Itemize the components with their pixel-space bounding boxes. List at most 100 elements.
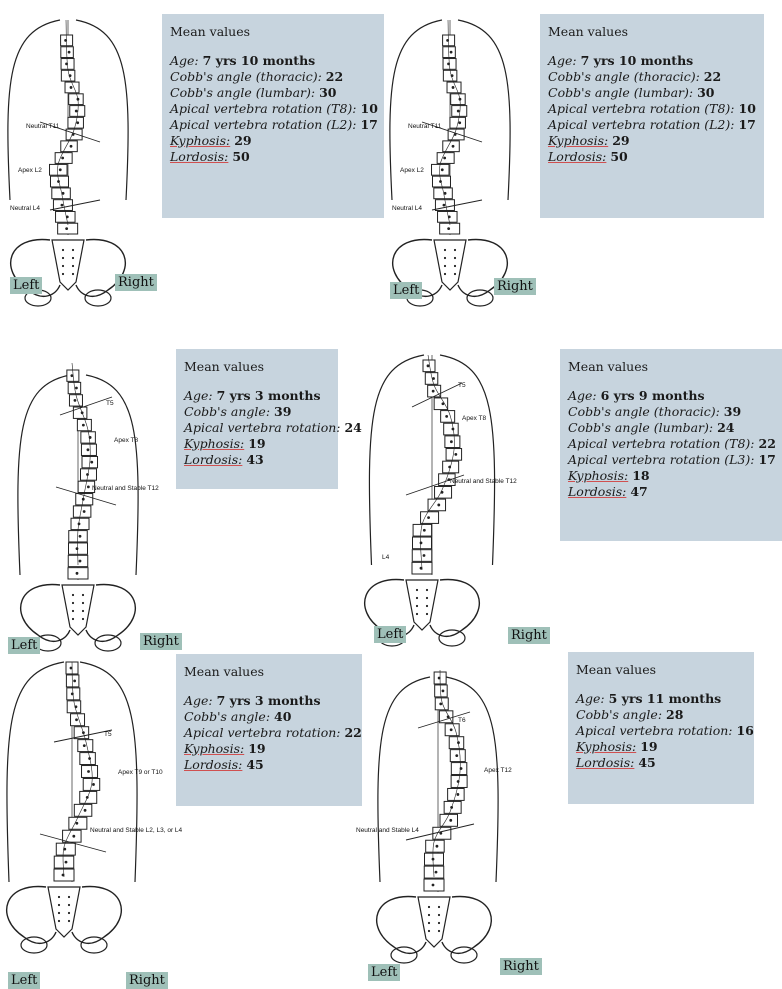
mean-value-number: 5 yrs 11 months (609, 691, 722, 706)
vertebra-annotation: Apex L2 (400, 167, 424, 174)
vertebra (80, 753, 96, 765)
vertebra (424, 879, 444, 891)
vertebra-annotation: Neutral and Stable L4 (356, 827, 419, 834)
mean-value-row: Apical vertebra rotation: 16 (576, 723, 746, 739)
mean-values-title: Mean values (576, 662, 746, 677)
mean-value-number: 7 yrs 3 months (217, 388, 321, 403)
mean-values-box: Mean valuesAge: 5 yrs 11 monthsCobb's an… (568, 652, 754, 804)
mean-value-number: 43 (246, 452, 263, 467)
mean-value-number: 22 (326, 69, 343, 84)
mean-value-row: Age: 7 yrs 3 months (184, 388, 330, 404)
vertebra (425, 853, 444, 865)
mean-value-row: Lordosis: 45 (576, 755, 746, 771)
right-label: Right (140, 633, 182, 650)
mean-value-row: Kyphosis: 29 (170, 133, 376, 149)
mean-value-label: Cobb's angle: (184, 404, 270, 419)
mean-value-label: Lordosis: (170, 149, 228, 164)
pelvis (377, 897, 492, 963)
mean-value-row: Age: 6 yrs 9 months (568, 388, 774, 404)
right-label: Right (115, 274, 157, 291)
vertebra (451, 763, 467, 775)
vertebra (412, 550, 432, 562)
left-label: Left (8, 972, 40, 989)
mean-value-row: Kyphosis: 29 (548, 133, 756, 149)
mean-values-title: Mean values (548, 24, 756, 39)
mean-value-label: Kyphosis: (170, 133, 230, 148)
vertebra-annotation: Neutral T11 (408, 123, 442, 130)
vertebra (413, 537, 432, 549)
mean-value-label: Age: (184, 693, 213, 708)
vertebra (444, 801, 461, 813)
mean-value-label: Apical vertebra rotation: (576, 723, 733, 738)
vertebra (68, 568, 88, 579)
mean-value-row: Cobb's angle (lumbar): 30 (548, 85, 756, 101)
vertebra (434, 398, 448, 410)
vertebra-annotation: Apex T9 or T10 (118, 769, 163, 776)
mean-value-row: Age: 7 yrs 10 months (170, 53, 376, 69)
vertebra (69, 395, 82, 406)
mean-value-row: Cobb's angle (thoracic): 22 (548, 69, 756, 85)
pelvis (7, 887, 122, 953)
vertebra (450, 750, 465, 762)
mean-value-row: Kyphosis: 19 (184, 436, 330, 452)
mean-value-row: Apical vertebra rotation (T8): 10 (170, 101, 376, 117)
mean-value-number: 39 (274, 404, 291, 419)
vertebra (71, 518, 89, 529)
mean-value-label: Cobb's angle (lumbar): (548, 85, 693, 100)
mean-value-label: Lordosis: (184, 757, 242, 772)
vertebra (451, 776, 467, 788)
mean-value-row: Lordosis: 50 (170, 149, 376, 165)
mean-value-number: 45 (246, 757, 263, 772)
vertebra (432, 176, 450, 187)
mean-value-row: Lordosis: 50 (548, 149, 756, 165)
mean-value-number: 22 (759, 436, 776, 451)
vertebra (451, 94, 466, 105)
vertebra (437, 153, 454, 164)
mean-value-number: 24 (717, 420, 734, 435)
mean-value-label: Kyphosis: (576, 739, 636, 754)
vertebra (50, 176, 68, 187)
mean-value-label: Age: (576, 691, 605, 706)
vertebra (66, 129, 82, 140)
mean-value-label: Age: (548, 53, 577, 68)
vertebra (426, 840, 445, 852)
vertebra-annotation: Neutral T11 (26, 123, 60, 130)
mean-value-number: 6 yrs 9 months (601, 388, 705, 403)
vertebra (432, 164, 450, 175)
mean-value-number: 50 (232, 149, 249, 164)
figure-panel: T5Apex T9 or T10Neutral and Stable L2, L… (0, 652, 400, 982)
mean-values-box: Mean valuesAge: 6 yrs 9 monthsCobb's ang… (560, 349, 782, 541)
left-label: Left (390, 282, 422, 299)
mean-value-label: Cobb's angle (lumbar): (568, 420, 713, 435)
vertebra (413, 524, 432, 536)
mean-value-number: 22 (704, 69, 721, 84)
mean-value-row: Apical vertebra rotation (T8): 10 (548, 101, 756, 117)
left-label: Left (374, 626, 406, 643)
mean-value-number: 19 (248, 436, 265, 451)
vertebra-annotation: T5 (106, 400, 114, 407)
mean-value-number: 10 (361, 101, 378, 116)
mean-value-number: 16 (736, 723, 753, 738)
mean-value-number: 29 (234, 133, 251, 148)
vertebra (443, 141, 460, 152)
mean-value-row: Lordosis: 47 (568, 484, 774, 500)
mean-value-label: Kyphosis: (568, 468, 628, 483)
mean-value-number: 30 (319, 85, 336, 100)
mean-value-label: Apical vertebra rotation (T8): (170, 101, 357, 116)
mean-value-row: Cobb's angle (lumbar): 24 (568, 420, 774, 436)
mean-value-row: Apical vertebra rotation (L3): 17 (568, 452, 774, 468)
mean-value-label: Apical vertebra rotation: (184, 725, 341, 740)
mean-values-title: Mean values (568, 359, 774, 374)
mean-value-row: Kyphosis: 18 (568, 468, 774, 484)
mean-value-number: 24 (344, 420, 361, 435)
mean-value-row: Lordosis: 43 (184, 452, 330, 468)
mean-value-number: 45 (638, 755, 655, 770)
vertebra (63, 830, 82, 842)
vertebra-annotation: Neutral and Stable L2, L3, or L4 (90, 827, 183, 834)
mean-value-label: Cobb's angle (thoracic): (170, 69, 322, 84)
vertebra-annotation: Neutral and Stable T12 (92, 485, 159, 492)
pelvis (11, 240, 126, 306)
right-label: Right (508, 627, 550, 644)
